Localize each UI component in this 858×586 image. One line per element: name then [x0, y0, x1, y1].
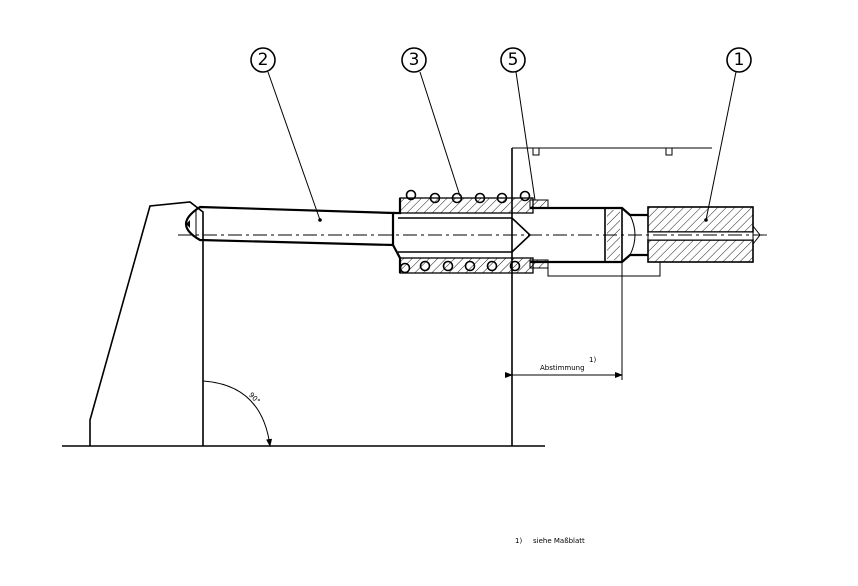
- footnote-ref: 1): [515, 537, 522, 545]
- balloon-5: 5: [500, 47, 526, 73]
- support-body: [89, 201, 204, 446]
- spring-coils-bottom: [399, 260, 521, 274]
- balloon-2: 2: [250, 47, 276, 73]
- balloon-3: 3: [401, 47, 427, 73]
- tapered-pin: [184, 205, 395, 247]
- balloon-3-label: 3: [409, 50, 420, 70]
- leader-lines: [267, 71, 737, 222]
- actuator-block: [647, 206, 761, 263]
- spring-coils-top: [405, 189, 531, 204]
- dimension-abstimmung: Abstimmung 1): [505, 262, 623, 380]
- footnote-text: siehe Maßblatt: [533, 537, 585, 545]
- footnote: 1) siehe Maßblatt: [515, 537, 585, 545]
- balloon-1: 1: [726, 47, 752, 73]
- dimension-note-ref: 1): [589, 356, 596, 364]
- balloon-1-label: 1: [734, 50, 745, 70]
- housing: [512, 147, 712, 277]
- angle-label: 90°: [247, 391, 261, 405]
- angle-indicator: 90°: [202, 380, 273, 447]
- spring-sleeve: [392, 189, 534, 274]
- balloon-5-label: 5: [508, 50, 519, 70]
- balloon-2-label: 2: [258, 50, 269, 70]
- dimension-label: Abstimmung: [540, 364, 585, 372]
